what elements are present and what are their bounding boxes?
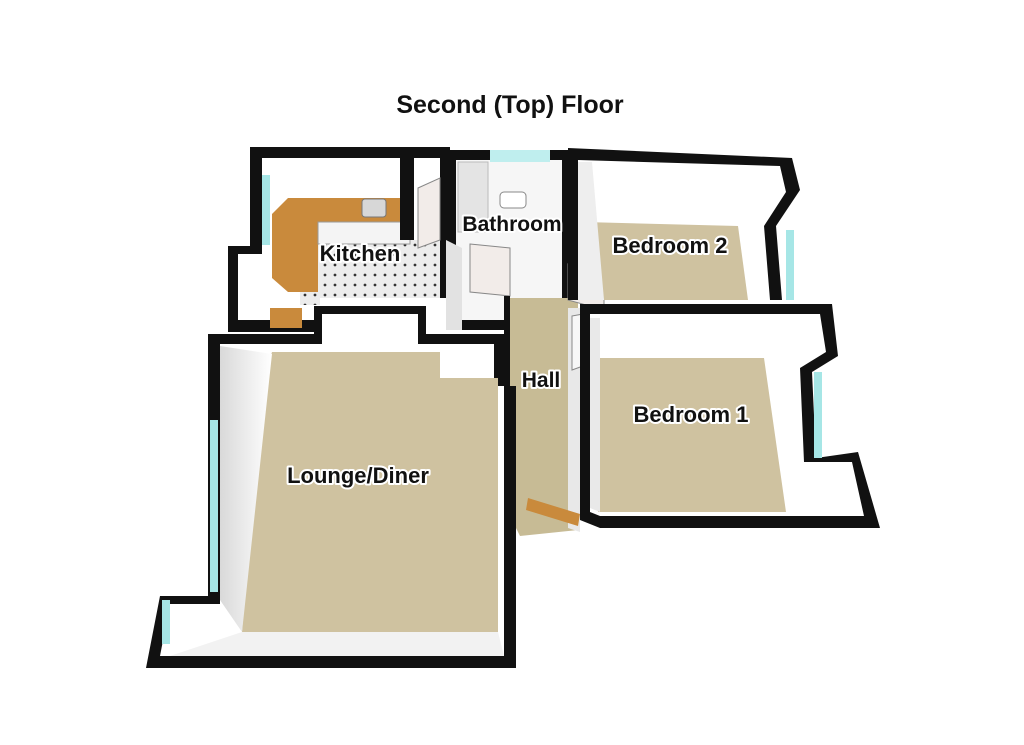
bedroom1-wall-left: [590, 318, 600, 512]
bathroom-room: [446, 150, 572, 330]
bedroom1-floor: [598, 358, 786, 512]
lounge-wall-left: [220, 346, 272, 632]
bathroom-window: [490, 150, 550, 162]
bedroom1-window: [814, 372, 822, 458]
bathroom-wall-tiles: [457, 161, 489, 233]
room-label-bedroom2: Bedroom 2: [613, 233, 728, 258]
room-label-bathroom: Bathroom: [462, 213, 561, 236]
entrance-door: [526, 498, 580, 526]
hall-floor: [508, 298, 578, 536]
lounge-room: [146, 306, 516, 668]
bedroom2-window: [786, 230, 794, 300]
lounge-floor: [242, 352, 498, 632]
floor-title: Second (Top) Floor: [396, 91, 624, 119]
room-label-bedroom1: Bedroom 1: [634, 402, 749, 427]
bathroom-door: [469, 243, 511, 297]
room-label-lounge: Lounge/Diner: [287, 463, 429, 488]
sink: [361, 198, 387, 218]
lounge-window: [210, 420, 218, 592]
bedroom2-floor: [584, 222, 748, 300]
kitchen-window: [262, 175, 270, 245]
kitchen-room: [228, 147, 450, 332]
room-label-kitchen: Kitchen: [320, 241, 401, 266]
bedroom2-wall-left: [578, 162, 604, 300]
kitchen-counter-lower: [270, 308, 302, 328]
lounge-window-bottom: [162, 600, 170, 644]
room-label-hall: Hall: [522, 369, 561, 392]
bedroom2-room: [568, 148, 800, 300]
lounge-wall-bottom: [170, 632, 504, 656]
bathroom-basin: [499, 191, 527, 209]
kitchen-door: [417, 177, 441, 249]
kitchen-floor: [300, 240, 440, 305]
bathroom-inner-wall: [446, 240, 462, 330]
bedroom1-room: [580, 304, 880, 528]
